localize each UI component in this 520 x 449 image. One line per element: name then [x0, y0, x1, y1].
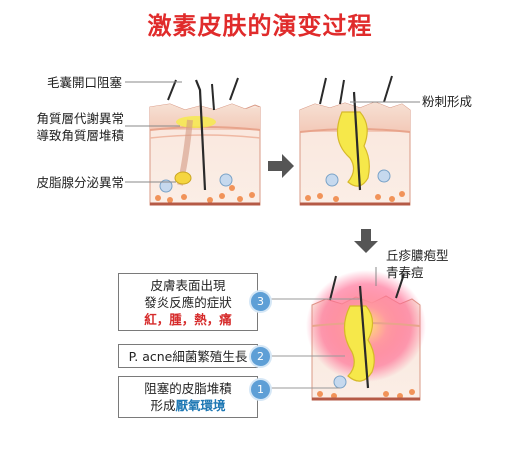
label-papule-line2: 青春痘	[386, 265, 424, 280]
label-sebum: 皮脂腺分泌異常	[36, 175, 124, 190]
step-1-prefix: 形成	[150, 398, 176, 413]
step-3-line1: 皮膚表面出現	[150, 278, 226, 293]
step-2-box: P. acne細菌繁殖生長	[118, 344, 258, 368]
step-2-text: P. acne細菌繁殖生長	[128, 349, 248, 364]
step-3-badge: 3	[249, 290, 272, 313]
skin-block-2	[299, 75, 411, 206]
arrow-down-icon	[354, 229, 378, 253]
step-3-highlight: 紅，腫，熱，痛	[144, 312, 232, 327]
step-3-box: 皮膚表面出現 發炎反應的症狀 紅，腫，熱，痛	[118, 273, 258, 331]
step-1-line1: 阻塞的皮脂堆積	[144, 381, 232, 396]
skin-block-3	[306, 270, 426, 401]
step-1-highlight: 厭氧環境	[175, 398, 226, 413]
step-2-badge: 2	[249, 345, 272, 368]
label-keratin-line1: 角質層代謝異常	[36, 111, 124, 126]
label-comedone: 粉刺形成	[422, 94, 473, 109]
leader-lines-1	[125, 81, 182, 183]
label-pore-blocked: 毛囊開口阻塞	[46, 75, 122, 90]
step-1-badge: 1	[249, 378, 272, 401]
keratin-plug	[176, 116, 216, 128]
page-title: 激素皮肤的演变过程	[147, 12, 373, 40]
label-keratin-line2: 導致角質層堆積	[36, 128, 124, 143]
step-1-line2: 形成厭氧環境	[119, 397, 257, 414]
label-papule-line1: 丘疹膿疱型	[386, 248, 449, 263]
skin-block-1	[149, 77, 261, 206]
arrow-right-icon	[268, 154, 294, 178]
step-1-box: 阻塞的皮脂堆積 形成厭氧環境	[118, 376, 258, 418]
sebaceous-gland	[174, 171, 192, 185]
step-connectors	[268, 298, 360, 389]
step-3-line2: 發炎反應的症狀	[144, 295, 232, 310]
